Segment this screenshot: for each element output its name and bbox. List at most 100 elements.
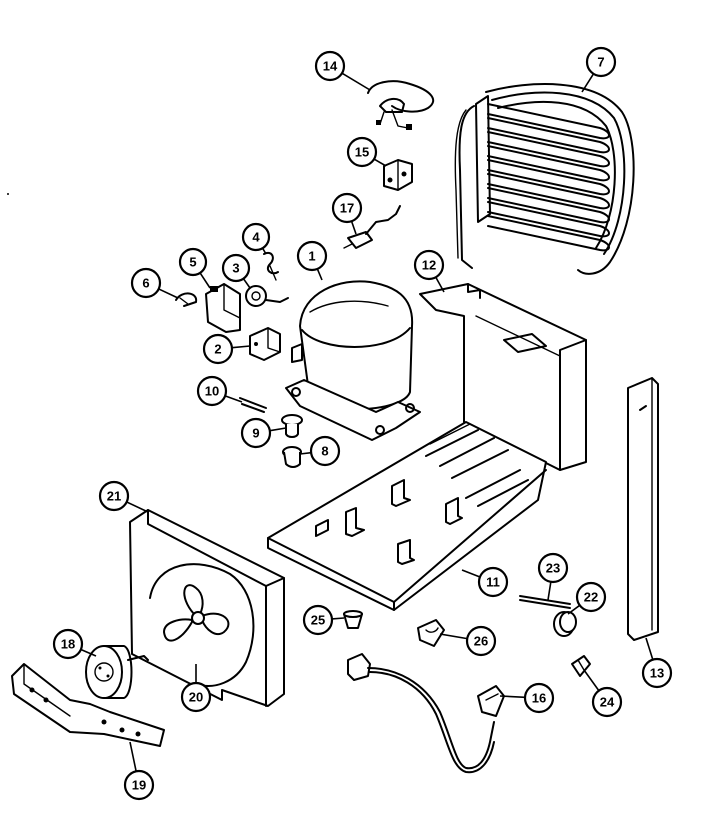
callout-18: 18	[52, 628, 97, 660]
callout-number: 14	[323, 59, 338, 74]
part-10-pin	[239, 397, 267, 413]
callout-leader	[224, 395, 243, 403]
condenser-fin	[487, 173, 610, 210]
part-8-sleeve	[282, 446, 302, 468]
callout-number: 24	[600, 695, 615, 710]
callout-leader	[299, 451, 312, 455]
callout-23: 23	[537, 552, 569, 601]
part-14-harness	[367, 80, 435, 130]
part-2-relay	[249, 327, 281, 361]
callout-number: 21	[107, 489, 121, 504]
callout-circle	[309, 435, 341, 467]
callout-number: 2	[214, 342, 221, 357]
callout-leader	[242, 278, 251, 289]
callout-number: 26	[474, 634, 488, 649]
callout-leader	[435, 276, 445, 293]
part-24-clip	[571, 655, 591, 677]
callout-22: 22	[567, 581, 607, 615]
part-25-cap	[343, 610, 363, 629]
callout-7: 7	[581, 46, 617, 93]
callouts: 1234567891011121314151617181920212223242…	[52, 46, 673, 801]
callout-25: 25	[302, 604, 345, 636]
callout-circle	[302, 604, 334, 636]
callout-leader	[461, 569, 481, 578]
callout-leader	[341, 72, 371, 91]
condenser-fin	[487, 103, 610, 140]
callout-number: 15	[355, 145, 369, 160]
condenser-fin	[487, 117, 610, 154]
callout-6: 6	[130, 267, 179, 299]
condenser-fin	[487, 131, 610, 168]
callout-1: 1	[296, 240, 328, 281]
callout-circle	[537, 552, 569, 584]
condenser-fin	[487, 201, 610, 238]
callout-number: 13	[650, 666, 664, 681]
callout-leader	[499, 695, 526, 699]
callout-19: 19	[123, 741, 155, 801]
callout-leader	[129, 741, 137, 772]
callout-leader	[439, 633, 468, 640]
part-9-grommet	[281, 414, 303, 438]
callout-leader	[261, 247, 267, 255]
callout-circle	[196, 375, 228, 407]
callout-number: 6	[142, 276, 149, 291]
callout-number: 4	[252, 230, 260, 245]
callout-10: 10	[196, 375, 243, 407]
callout-21: 21	[98, 480, 149, 513]
part-11-base	[267, 421, 547, 611]
callout-circle	[413, 249, 445, 281]
callout-number: 20	[189, 690, 203, 705]
callout-leader	[567, 604, 581, 615]
callout-circle	[221, 253, 251, 283]
callout-leader	[373, 158, 387, 167]
callout-circle	[314, 50, 346, 82]
callout-leader	[80, 648, 97, 657]
callout-circle	[591, 686, 623, 718]
callout-24: 24	[583, 669, 623, 718]
callout-number: 23	[546, 561, 560, 576]
callout-3: 3	[221, 253, 251, 289]
part-21-shroud	[129, 509, 285, 707]
part-23-rod	[519, 595, 571, 609]
part-6-clip	[175, 292, 198, 307]
callout-circle	[123, 769, 155, 801]
callout-number: 19	[132, 778, 146, 793]
callout-circle	[296, 240, 328, 272]
callout-circle	[585, 46, 617, 78]
part-17-relay	[343, 205, 401, 249]
callout-leader	[583, 669, 600, 692]
part-4-clip	[263, 252, 279, 281]
part-12-panel	[419, 283, 587, 471]
callout-leader	[269, 427, 287, 432]
callout-4: 4	[241, 222, 271, 255]
callout-leader	[581, 73, 595, 93]
part-22-bushing	[553, 611, 577, 637]
callout-circle	[202, 333, 234, 365]
callout-number: 12	[422, 258, 436, 273]
callout-number: 5	[189, 255, 196, 270]
callout-circle	[178, 247, 208, 277]
condenser-fin	[487, 215, 610, 252]
part-3-overload	[245, 285, 289, 307]
callout-2: 2	[202, 333, 251, 365]
part-19-bracket	[11, 663, 165, 747]
callout-leader	[350, 220, 357, 235]
callout-number: 8	[321, 444, 328, 459]
callout-13: 13	[641, 637, 673, 689]
part-5-cover	[205, 283, 241, 333]
callout-circle	[130, 267, 162, 299]
callout-number: 18	[61, 637, 75, 652]
callout-11: 11	[461, 566, 509, 598]
callout-9: 9	[240, 417, 287, 449]
callout-leader	[126, 501, 149, 513]
callout-leader	[331, 617, 345, 620]
part-18-fan-motor	[85, 645, 149, 699]
callout-number: 3	[232, 261, 239, 276]
callout-number: 10	[205, 384, 219, 399]
part-13-strip	[627, 377, 659, 641]
callout-circle	[240, 417, 272, 449]
callout-20: 20	[180, 664, 212, 713]
condenser-fin	[487, 145, 610, 182]
